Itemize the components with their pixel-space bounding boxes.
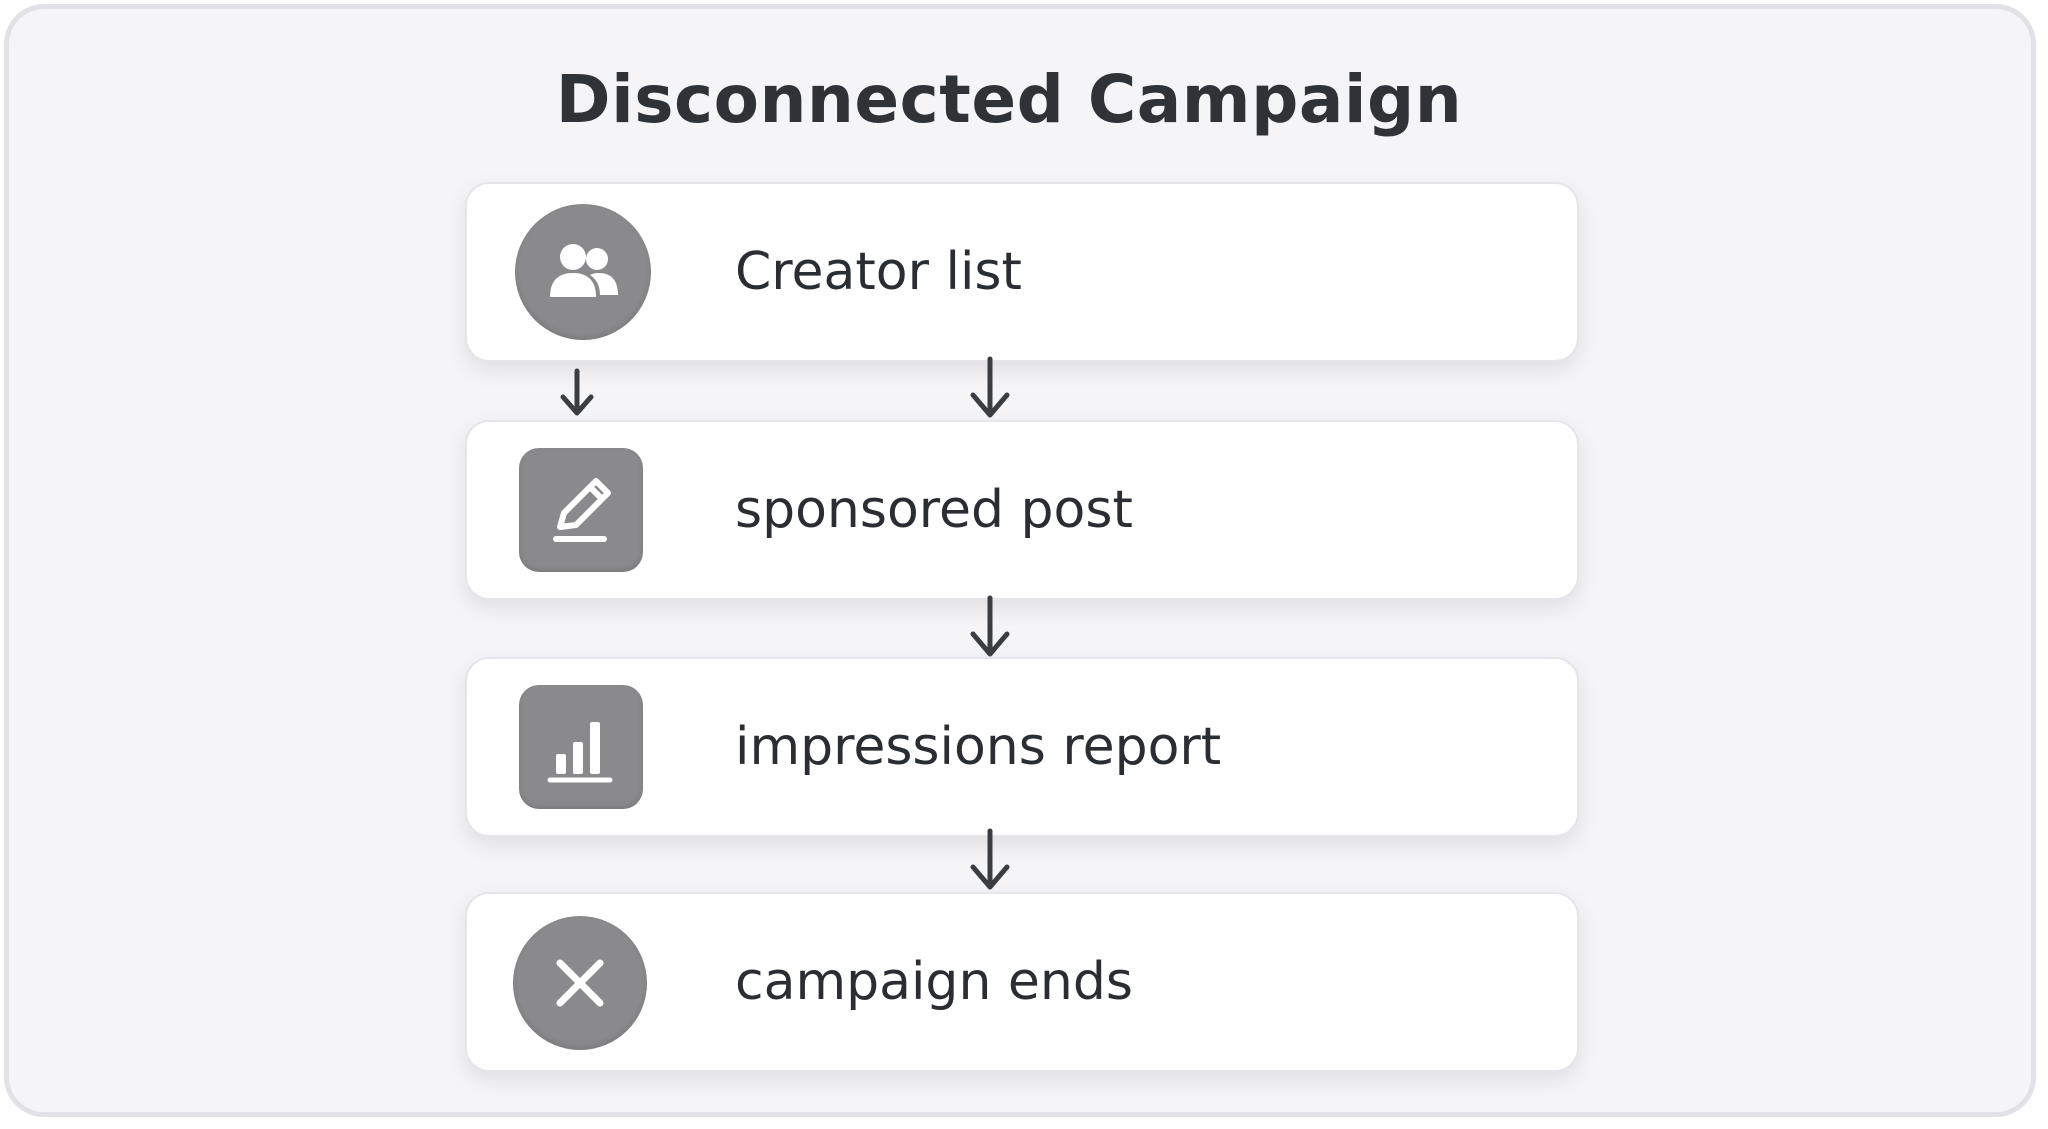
down-arrow-icon bbox=[560, 368, 594, 416]
down-arrow-icon bbox=[970, 356, 1010, 418]
step-card-impressions-report: impressions report bbox=[465, 657, 1579, 837]
people-icon bbox=[515, 204, 651, 340]
step-card-campaign-ends: campaign ends bbox=[465, 892, 1579, 1072]
step-card-creator-list: Creator list bbox=[465, 182, 1579, 362]
diagram-title: Disconnected Campaign bbox=[555, 61, 1463, 138]
step-label: sponsored post bbox=[735, 480, 1133, 540]
step-label: Creator list bbox=[735, 242, 1022, 302]
close-icon bbox=[513, 916, 647, 1050]
step-label: campaign ends bbox=[735, 952, 1133, 1012]
edit-icon bbox=[519, 448, 643, 572]
diagram-frame: Disconnected Campaign Creator list spons… bbox=[4, 4, 2036, 1117]
bar-chart-icon bbox=[519, 685, 643, 809]
down-arrow-icon bbox=[970, 595, 1010, 657]
down-arrow-icon bbox=[970, 828, 1010, 890]
step-label: impressions report bbox=[735, 717, 1222, 777]
step-card-sponsored-post: sponsored post bbox=[465, 420, 1579, 600]
